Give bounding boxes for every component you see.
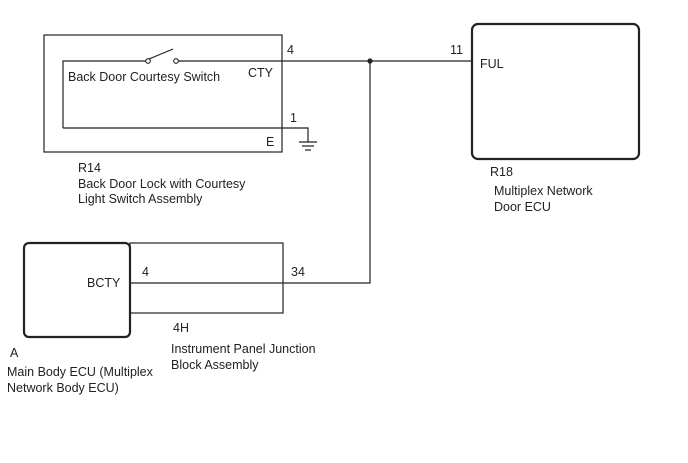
door-ecu-box <box>470 22 641 161</box>
body-ecu-name-1: Main Body ECU (Multiplex <box>7 365 154 379</box>
junction-block-name-2: Block Assembly <box>171 358 259 372</box>
door-ecu-name-1: Multiplex Network <box>494 184 593 198</box>
door-ecu-pin-label: FUL <box>480 57 504 71</box>
ground-wire <box>282 127 309 142</box>
junction-branch-wire <box>283 61 371 284</box>
junction-pin-left-number: 4 <box>142 265 149 279</box>
body-ecu-box <box>22 241 132 339</box>
switch-label: Back Door Courtesy Switch <box>68 70 220 84</box>
splice-point <box>367 58 373 64</box>
door-ecu-code: R18 <box>490 165 513 179</box>
switch-contact-arm <box>148 48 174 60</box>
switch-component-name-2: Light Switch Assembly <box>78 192 203 206</box>
junction-block-code: 4H <box>173 321 189 335</box>
pin-cty-label: CTY <box>248 66 274 80</box>
door-ecu-pin-number: 11 <box>450 43 463 57</box>
switch-component-code: R14 <box>78 161 101 175</box>
door-ecu-name-2: Door ECU <box>494 200 551 214</box>
junction-block-box <box>129 242 284 314</box>
pin-e-label: E <box>266 135 274 149</box>
switch-assembly-box <box>43 34 283 153</box>
body-ecu-pin-label: BCTY <box>87 276 121 290</box>
junction-pin-right-number: 34 <box>291 265 305 279</box>
switch-contact-right <box>173 58 179 64</box>
junction-block-name-1: Instrument Panel Junction <box>171 342 316 356</box>
body-ecu-code: A <box>10 346 19 360</box>
pin-e-number: 1 <box>290 111 297 125</box>
pin-cty-number: 4 <box>287 43 294 57</box>
switch-contact-left <box>145 58 151 64</box>
switch-internal-wire <box>62 60 146 128</box>
body-ecu-name-2: Network Body ECU) <box>7 381 119 395</box>
switch-component-name-1: Back Door Lock with Courtesy <box>78 177 246 191</box>
